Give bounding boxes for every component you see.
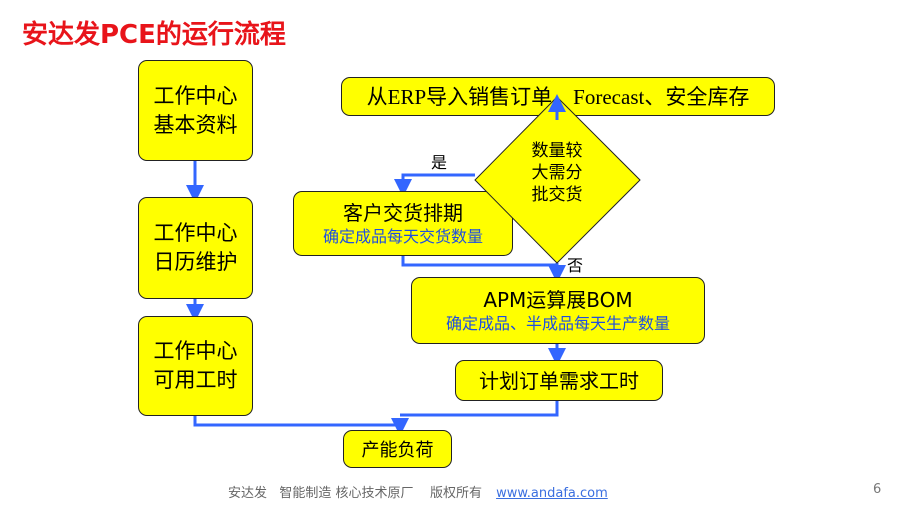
decision-text: 数量较大需分批交货: [531, 141, 583, 205]
arrow-schedule-to-apm: [401, 256, 557, 267]
node-wc-basic: 工作中心基本资料: [138, 60, 253, 161]
schedule-title: 客户交货排期: [343, 200, 463, 225]
slide-title: 安达发PCE的运行流程: [22, 20, 286, 50]
footer: 安达发 智能制造 核心技术原厂 版权所有 www.andafa.com: [228, 482, 608, 501]
arrow-plan-to-capacity: [400, 401, 559, 417]
label-no: 否: [567, 256, 584, 275]
node-plan: 计划订单需求工时: [455, 360, 663, 401]
node-wc-hours: 工作中心可用工时: [138, 316, 253, 416]
schedule-sub: 确定成品每天交货数量: [322, 226, 483, 246]
node-schedule: 客户交货排期 确定成品每天交货数量: [293, 191, 513, 256]
arrow-decision-yes: [394, 173, 475, 197]
node-wc-calendar: 工作中心日历维护: [138, 197, 253, 299]
arrow-hours-to-capacity: [193, 416, 409, 436]
node-capacity: 产能负荷: [343, 430, 452, 468]
footer-text: 安达发 智能制造 核心技术原厂 版权所有: [228, 486, 483, 501]
apm-sub: 确定成品、半成品每天生产数量: [445, 313, 670, 333]
node-apm: APM运算展BOM 确定成品、半成品每天生产数量: [411, 277, 705, 344]
page-number: 6: [873, 482, 882, 497]
label-yes: 是: [431, 153, 448, 172]
apm-title: APM运算展BOM: [483, 287, 633, 312]
footer-link[interactable]: www.andafa.com: [496, 486, 608, 501]
